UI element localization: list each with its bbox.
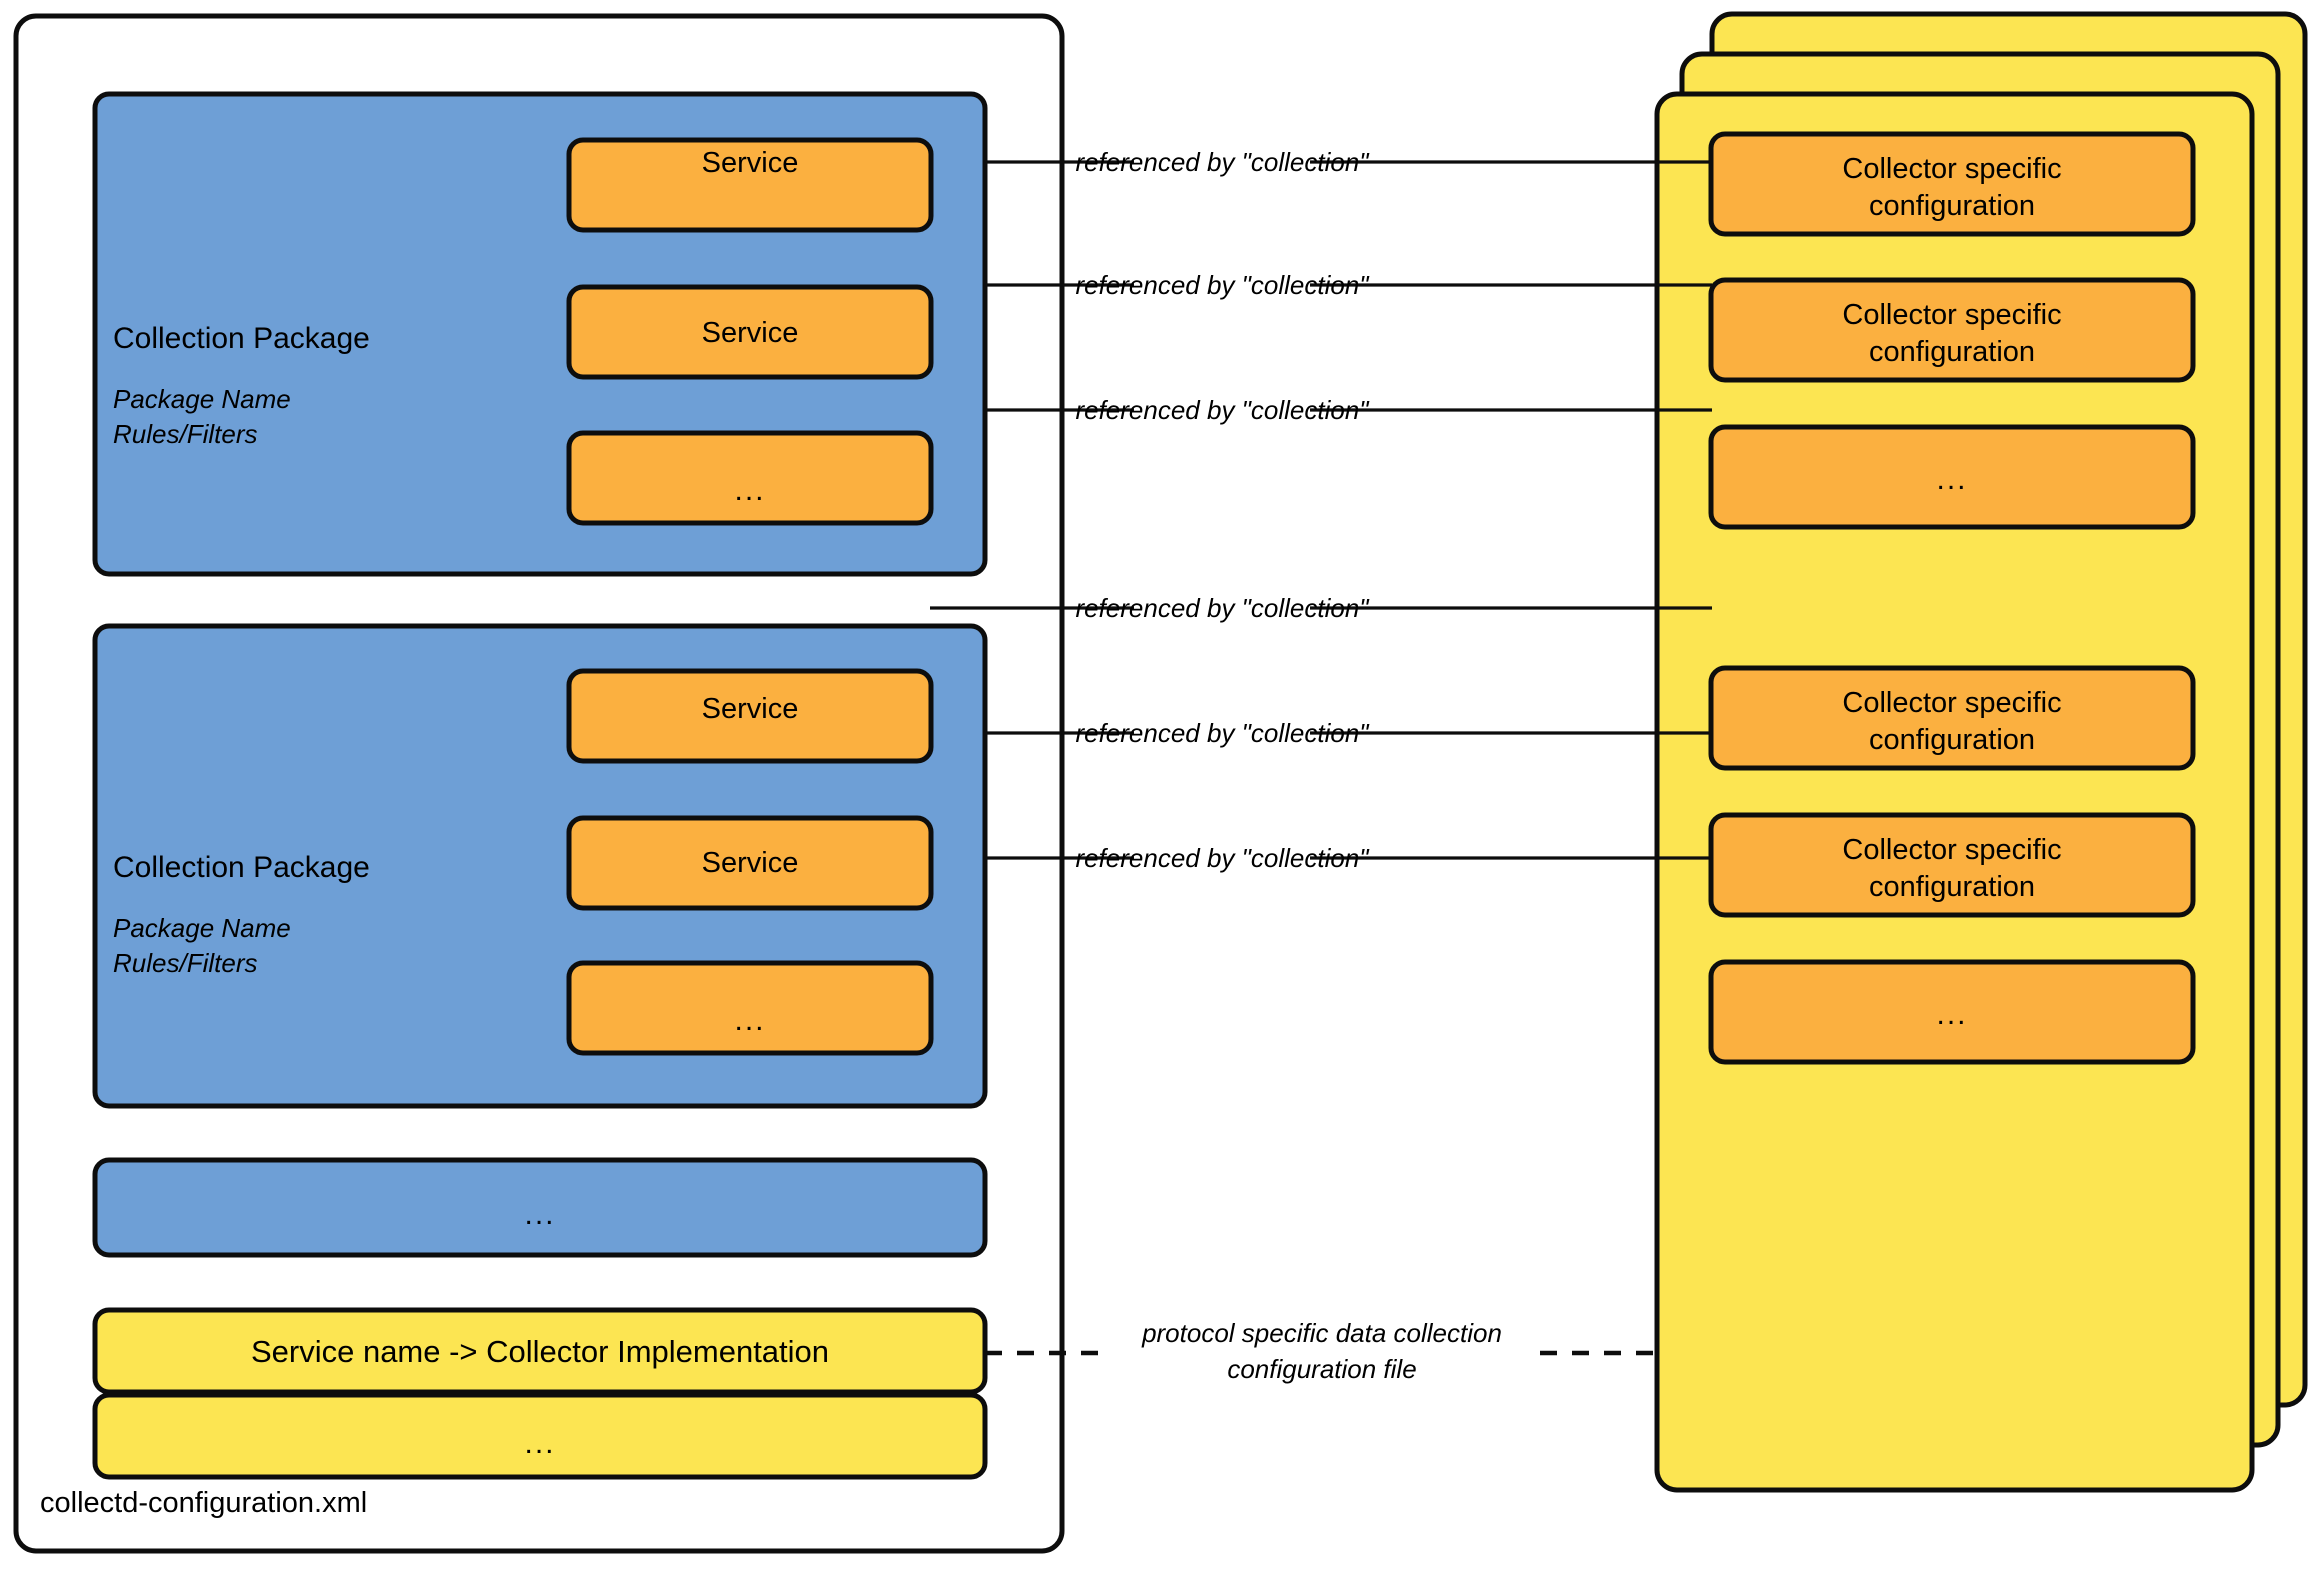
collector-config-box-2-body[interactable] [1708,277,2196,383]
connector-lines [930,160,1712,1356]
connector-label-7-line-1: protocol specific data collection [1141,1318,1502,1348]
service-box-3-ellipsis[interactable] [566,430,934,526]
service-box-6-ellipsis[interactable] [566,960,934,1056]
collector-config-box-5-body[interactable] [1708,812,2196,918]
container-caption: collectd-configuration.xml [40,1487,367,1519]
connector-label-2: referenced by "collection" [1075,270,1370,300]
collector-config-box-5-line-1: Collector specific [1842,834,2061,866]
service-collector-mapping-label: Service name -> Collector Implementation [251,1334,829,1369]
connector-label-1: referenced by "collection" [1075,147,1370,177]
service-box-6-label: ... [734,1004,765,1037]
service-box-5-label: Service [702,847,799,879]
service-collector-mapping-ellipsis[interactable]: ... [92,1392,988,1480]
service-box-5[interactable] [566,815,934,911]
collection-package-1[interactable]: Collection Package Package Name Rules/Fi… [92,91,988,577]
service-box-1-label: Service [702,147,799,179]
collection-package-ellipsis-body[interactable] [92,1157,988,1258]
connector-label-7-line-2: configuration file [1227,1354,1416,1384]
collection-package-2-title: Collection Package [113,851,370,884]
collection-package-1-title: Collection Package [113,322,370,355]
connector-label-5: referenced by "collection" [1075,718,1370,748]
collector-config-box-4-line-1: Collector specific [1842,687,2061,719]
collector-config-box-1[interactable]: Collector specific configuration [1708,131,2196,237]
collection-package-2-subtitle-line-2: Rules/Filters [113,948,257,978]
service-collector-mapping[interactable]: Service name -> Collector Implementation [92,1307,988,1395]
service-collector-mapping-ellipsis-body[interactable] [92,1392,988,1480]
collection-package-ellipsis[interactable]: ... [92,1157,988,1258]
collector-config-box-1-body[interactable] [1708,131,2196,237]
collector-config-box-6-ellipsis[interactable]: ... [1708,959,2196,1065]
collector-config-box-3-body[interactable] [1708,424,2196,530]
service-box-4[interactable] [566,668,934,764]
collection-package-1-subtitle-line-2: Rules/Filters [113,419,257,449]
collector-config-box-2[interactable]: Collector specific configuration [1708,277,2196,383]
collector-config-box-6-body[interactable] [1708,959,2196,1065]
collector-config-box-4[interactable]: Collector specific configuration [1708,665,2196,771]
collector-config-box-4-body[interactable] [1708,665,2196,771]
connector-labels: referenced by "collection" referenced by… [1075,147,1501,1384]
collector-config-box-1-line-1: Collector specific [1842,153,2061,185]
service-box-2-label: Service [702,317,799,349]
service-box-1[interactable] [566,137,934,233]
collector-config-box-2-line-2: configuration [1869,336,2035,368]
connector-label-6: referenced by "collection" [1075,843,1370,873]
collection-package-1-subtitle-line-1: Package Name [113,384,291,414]
collector-config-box-6-line-1: ... [1936,998,1967,1031]
collection-package-2-subtitle-line-1: Package Name [113,913,291,943]
collection-package-ellipsis-label: ... [524,1198,555,1231]
service-collector-mapping-ellipsis-label: ... [524,1427,555,1460]
service-box-3-label: ... [734,474,765,507]
collector-config-box-2-line-1: Collector specific [1842,299,2061,331]
connector-label-4: referenced by "collection" [1075,593,1370,623]
collector-config-box-4-line-2: configuration [1869,724,2035,756]
collector-config-box-5[interactable]: Collector specific configuration [1708,812,2196,918]
collector-config-box-3-ellipsis[interactable]: ... [1708,424,2196,530]
collector-config-box-5-line-2: configuration [1869,871,2035,903]
service-box-4-label: Service [702,693,799,725]
collector-config-box-1-line-2: configuration [1869,190,2035,222]
collector-specific-config-boxes: Collector specific configuration Collect… [1708,131,2196,1065]
collection-package-2[interactable]: Collection Package Package Name Rules/Fi… [92,623,988,1109]
collector-config-box-3-line-1: ... [1936,463,1967,496]
connector-label-3: referenced by "collection" [1075,395,1370,425]
service-collector-mapping-body[interactable] [92,1307,988,1395]
service-box-2[interactable] [566,284,934,380]
